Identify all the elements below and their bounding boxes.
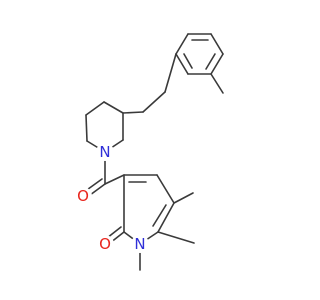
bond [164, 53, 177, 93]
bond [157, 231, 195, 244]
bond [157, 202, 175, 233]
atom-label-o: O [74, 187, 92, 205]
bonds [83, 33, 224, 271]
atom-label-n: N [96, 143, 114, 161]
bond [175, 53, 189, 75]
bond [183, 53, 193, 69]
bond [210, 53, 224, 75]
atom-labels: O N O N [74, 143, 149, 253]
atom-symbol: N [134, 235, 145, 253]
bond [173, 192, 194, 204]
molecule-structure: O N O N [74, 33, 224, 271]
bond [210, 33, 224, 55]
bond [122, 111, 144, 114]
bond [103, 101, 124, 114]
atom-symbol: O [77, 187, 89, 205]
bond [85, 114, 88, 142]
bond [85, 101, 105, 116]
atom-symbol: N [99, 143, 110, 161]
atom-label-n: N [131, 235, 149, 253]
bond [156, 174, 175, 204]
atom-symbol: O [99, 235, 111, 253]
bond [104, 174, 125, 185]
bond [175, 33, 189, 55]
bond [152, 204, 167, 227]
bond [205, 53, 216, 70]
bond [210, 73, 224, 94]
bond [142, 91, 166, 113]
atom-label-o: O [96, 235, 114, 253]
molecule-canvas: O N O N [74, 33, 224, 271]
